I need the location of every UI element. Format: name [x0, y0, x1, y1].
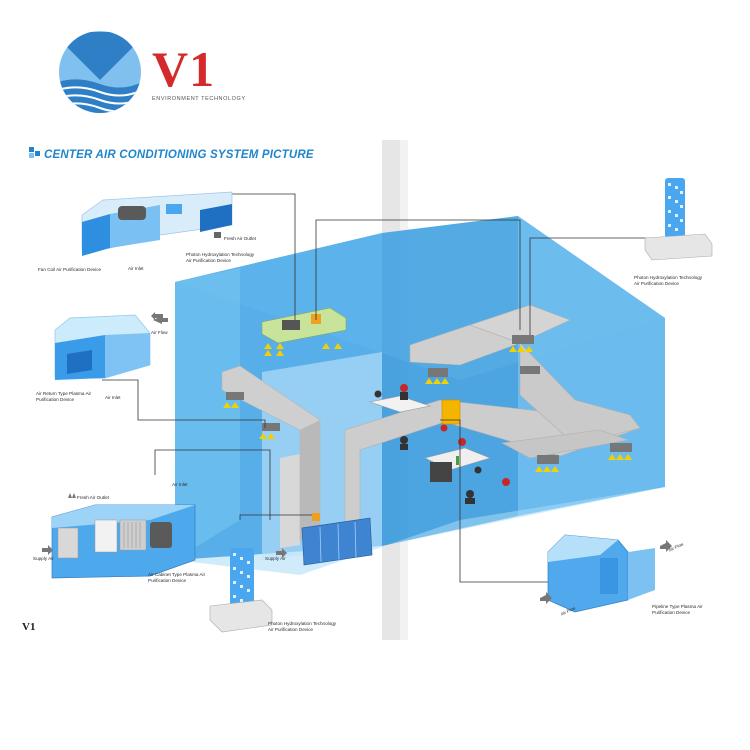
air-return-name-line2: Purification Device	[36, 397, 74, 403]
photon-bottom-supply-air: Supply Air	[265, 556, 286, 562]
air-cabinet-air-inlet: Air Inlet	[172, 482, 188, 488]
photon-bottom-name-line2: Air Purification Device	[268, 627, 313, 633]
air-cabinet-name-line1: Air Cabinet Type Plasma Air	[148, 572, 205, 578]
fan-coil-air-inlet: Air Inlet	[128, 266, 144, 272]
air-return-air-flow: Air Flow	[151, 330, 168, 336]
pipeline-name-line2: Purification Device	[652, 610, 690, 616]
photon-top-center-name-line2: Air Purification Device	[186, 258, 231, 264]
air-cabinet-device	[52, 505, 195, 578]
photon-bottom-name-line1: Photon Hydroxylation Technology	[268, 621, 336, 627]
air-cabinet-name-line2: Purification Device	[148, 578, 186, 584]
fan-coil-fresh-air-outlet: Fresh Air Outlet	[224, 236, 256, 242]
footer-brand: V1	[22, 621, 35, 633]
air-cabinet-fresh-air-outlet: Fresh Air Outlet	[77, 495, 109, 501]
air-return-air-inlet: Air Inlet	[105, 395, 121, 401]
photon-top-center-name-line1: Photon Hydroxylation Technology	[186, 252, 254, 258]
air-return-name-line1: Air Return Type Plasma Air	[36, 391, 91, 397]
fan-coil-name: Fan Coil Air Purification Device	[38, 267, 101, 273]
page-title: CENTER AIR CONDITIONING SYSTEM PICTURE	[44, 149, 314, 161]
air-cabinet-supply-air: Supply Air	[33, 556, 54, 562]
photon-top-right-name-line2: Air Purification Device	[634, 281, 679, 287]
pipeline-name-line1: Pipeline Type Plasma Air	[652, 604, 703, 610]
photon-top-right-name-line1: Photon Hydroxylation Technology	[634, 275, 702, 281]
